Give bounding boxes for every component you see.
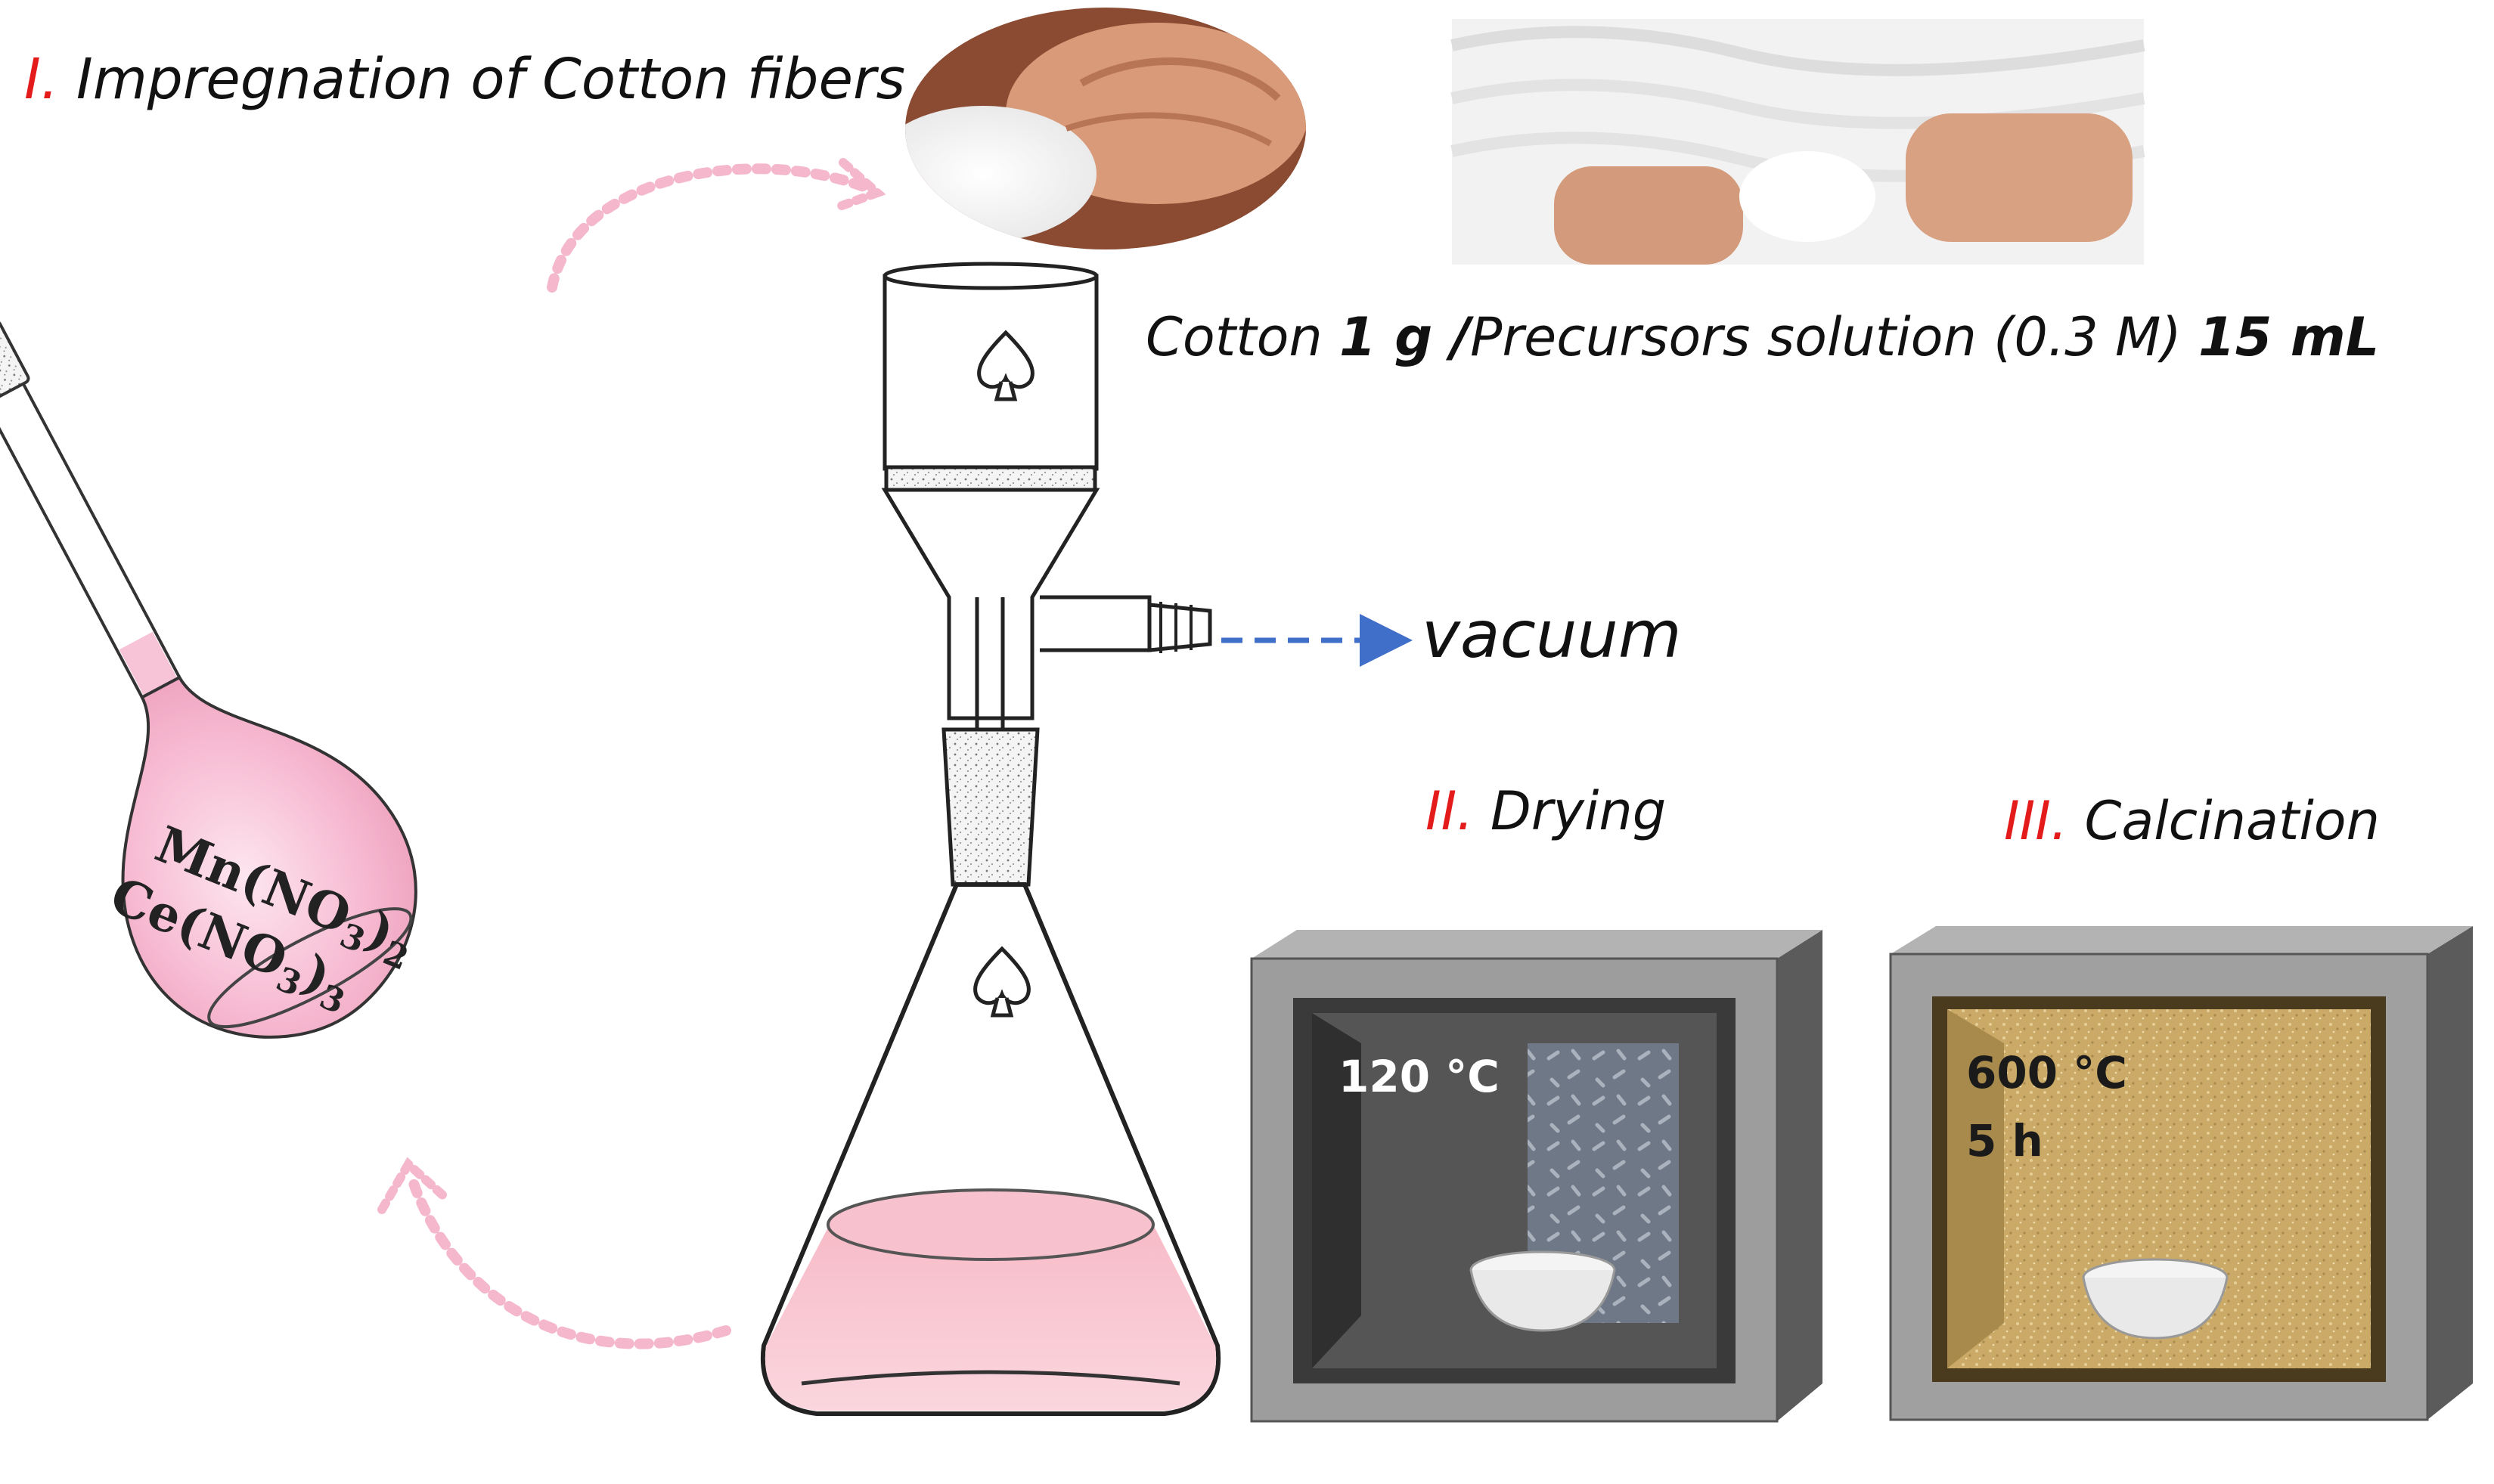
recipe-cotton: Cotton	[1146, 306, 1340, 368]
cotton-hand-photo	[905, 8, 1306, 249]
drying-oven	[1250, 930, 1822, 1423]
recipe-volume: 15 mL	[2198, 306, 2380, 368]
step3-label: III. Calcination	[2004, 790, 2380, 852]
erlenmeyer-flask	[760, 882, 1221, 1416]
step2-text: Drying	[1490, 780, 1667, 842]
calcination-oven	[1889, 926, 2473, 1421]
step1-numeral: I.	[24, 47, 59, 112]
recipe-slash: /	[1432, 306, 1471, 368]
recipe-solution: Precursors solution (0.3 M)	[1470, 306, 2198, 368]
recipe-label: Cotton 1 g /Precursors solution (0.3 M) …	[1146, 306, 2379, 368]
step2-numeral: II.	[1425, 780, 1474, 842]
recipe-cotton-mass: 1 g	[1339, 306, 1433, 368]
step1-text: Impregnation of Cotton fibers	[76, 47, 906, 112]
flow-direction-icon	[973, 330, 1035, 1018]
buchner-funnel	[881, 262, 1212, 720]
arrow-flask-to-cotton-head	[831, 158, 886, 212]
calcination-temperature: 600 °C	[1966, 1047, 2127, 1098]
arrow-recycle-to-flask	[407, 1174, 731, 1349]
calcination-duration: 5 h	[1966, 1115, 2043, 1166]
volumetric-flask	[0, 320, 417, 1039]
step3-numeral: III.	[2004, 790, 2068, 852]
cotton-sheet-photo	[1450, 19, 2145, 265]
rubber-stopper	[941, 727, 1040, 887]
arrow-recycle-head	[377, 1157, 451, 1214]
vacuum-label: vacuum	[1422, 597, 1682, 673]
step2-label: II. Drying	[1425, 780, 1666, 842]
step3-text: Calcination	[2084, 790, 2380, 852]
arrow-flask-to-cotton	[547, 163, 875, 293]
drying-temperature: 120 °C	[1339, 1051, 1500, 1102]
step1-label: I. Impregnation of Cotton fibers	[24, 47, 905, 112]
